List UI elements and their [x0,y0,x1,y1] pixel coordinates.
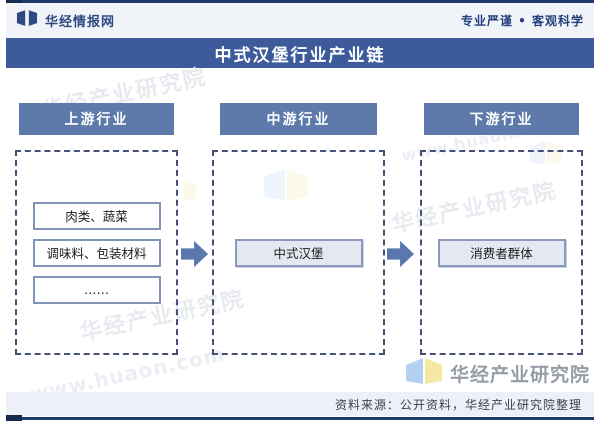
column-midstream-box: 中式汉堡 [212,150,385,355]
bottom-rule-cap [6,415,22,421]
source-text: 资料来源：公开资料，华经产业研究院整理 [334,397,582,412]
page-title: 中式汉堡行业产业链 [6,38,594,68]
slogan: 专业严谨 • 客观科学 [460,14,584,28]
column-downstream-header: 下游行业 [424,103,579,135]
column-midstream-header: 中游行业 [220,103,377,135]
top-rule-cap [6,0,22,5]
source-bar: 资料来源：公开资料，华经产业研究院整理 [6,392,594,416]
column-upstream-header: 上游行业 [19,103,174,135]
arrow-midstream-to-downstream-icon [387,239,415,273]
column-downstream: 下游行业 消费者群体 [420,103,583,355]
book-logo-color-icon [404,356,444,390]
top-rule [6,0,594,3]
upstream-item-meat-vegetables: 肉类、蔬菜 [32,201,161,230]
downstream-item-consumers: 消费者群体 [437,238,566,267]
book-logo-icon [16,10,38,31]
column-upstream: 上游行业 肉类、蔬菜 调味料、包装材料 …… [15,103,178,355]
footer-brand-name: 华经产业研究院 [449,363,590,386]
column-downstream-box: 消费者群体 [420,150,583,355]
midstream-item-chinese-burger: 中式汉堡 [234,238,363,267]
arrow-upstream-to-midstream-icon [181,239,209,273]
upstream-item-seasoning-packaging: 调味料、包装材料 [32,238,161,267]
column-upstream-box: 肉类、蔬菜 调味料、包装材料 …… [15,150,178,355]
footer-brand: 华经产业研究院 [404,357,590,389]
bottom-rule [6,417,594,420]
site-brand: 华经情报网 [16,10,115,31]
site-name: 华经情报网 [45,15,116,30]
header: 华经情报网 专业严谨 • 客观科学 [6,3,594,38]
upstream-item-ellipsis: …… [32,275,161,304]
column-midstream: 中游行业 中式汉堡 [212,103,385,355]
